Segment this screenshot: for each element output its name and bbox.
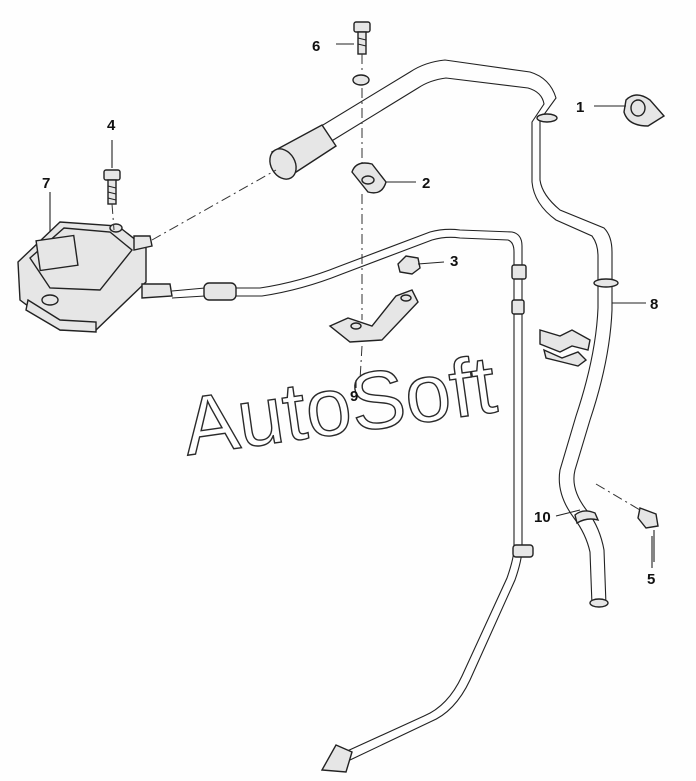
line-sleeve — [511, 299, 525, 315]
nut-3 — [397, 255, 421, 275]
module-mount-left — [41, 294, 59, 306]
callout-6: 6 — [312, 38, 320, 55]
module-7 — [17, 221, 173, 333]
washer — [352, 74, 370, 86]
hose-end-cap — [589, 598, 609, 608]
bolt-4 — [103, 140, 121, 205]
hose-clamp-band — [593, 278, 619, 288]
clip-2 — [351, 162, 387, 194]
hose-band-top — [536, 113, 558, 123]
bolt-5 — [595, 483, 659, 562]
callout-1: 1 — [576, 99, 584, 116]
callout-7: 7 — [42, 175, 50, 192]
callout-2: 2 — [422, 175, 430, 192]
module-port-bottom — [141, 283, 173, 299]
watermark-text: AutoSoft — [177, 339, 501, 473]
bracket-9 — [328, 289, 419, 343]
hose-fitting-mouth — [269, 148, 297, 180]
alignment-lines — [111, 54, 363, 381]
callout-10: 10 — [534, 509, 551, 526]
leader-lines — [49, 105, 653, 568]
clamp-1 — [623, 94, 666, 127]
module-mount-right — [109, 223, 123, 233]
spring-clip — [539, 329, 591, 367]
main-hose — [269, 59, 619, 608]
module-label-area — [35, 234, 79, 272]
callout-3: 3 — [450, 253, 458, 270]
return-line — [171, 228, 534, 773]
bolt-6 — [336, 21, 371, 86]
callout-9: 9 — [350, 388, 358, 405]
line-end-nut — [320, 744, 353, 773]
callout-5: 5 — [647, 571, 655, 588]
callout-4: 4 — [107, 117, 116, 134]
module-port-top — [133, 235, 153, 251]
line-connector-upper — [511, 264, 527, 280]
hose-band-lower — [574, 510, 600, 525]
callout-8: 8 — [650, 296, 658, 313]
line-connector-lower — [512, 544, 534, 558]
return-line-fitting — [203, 282, 237, 301]
